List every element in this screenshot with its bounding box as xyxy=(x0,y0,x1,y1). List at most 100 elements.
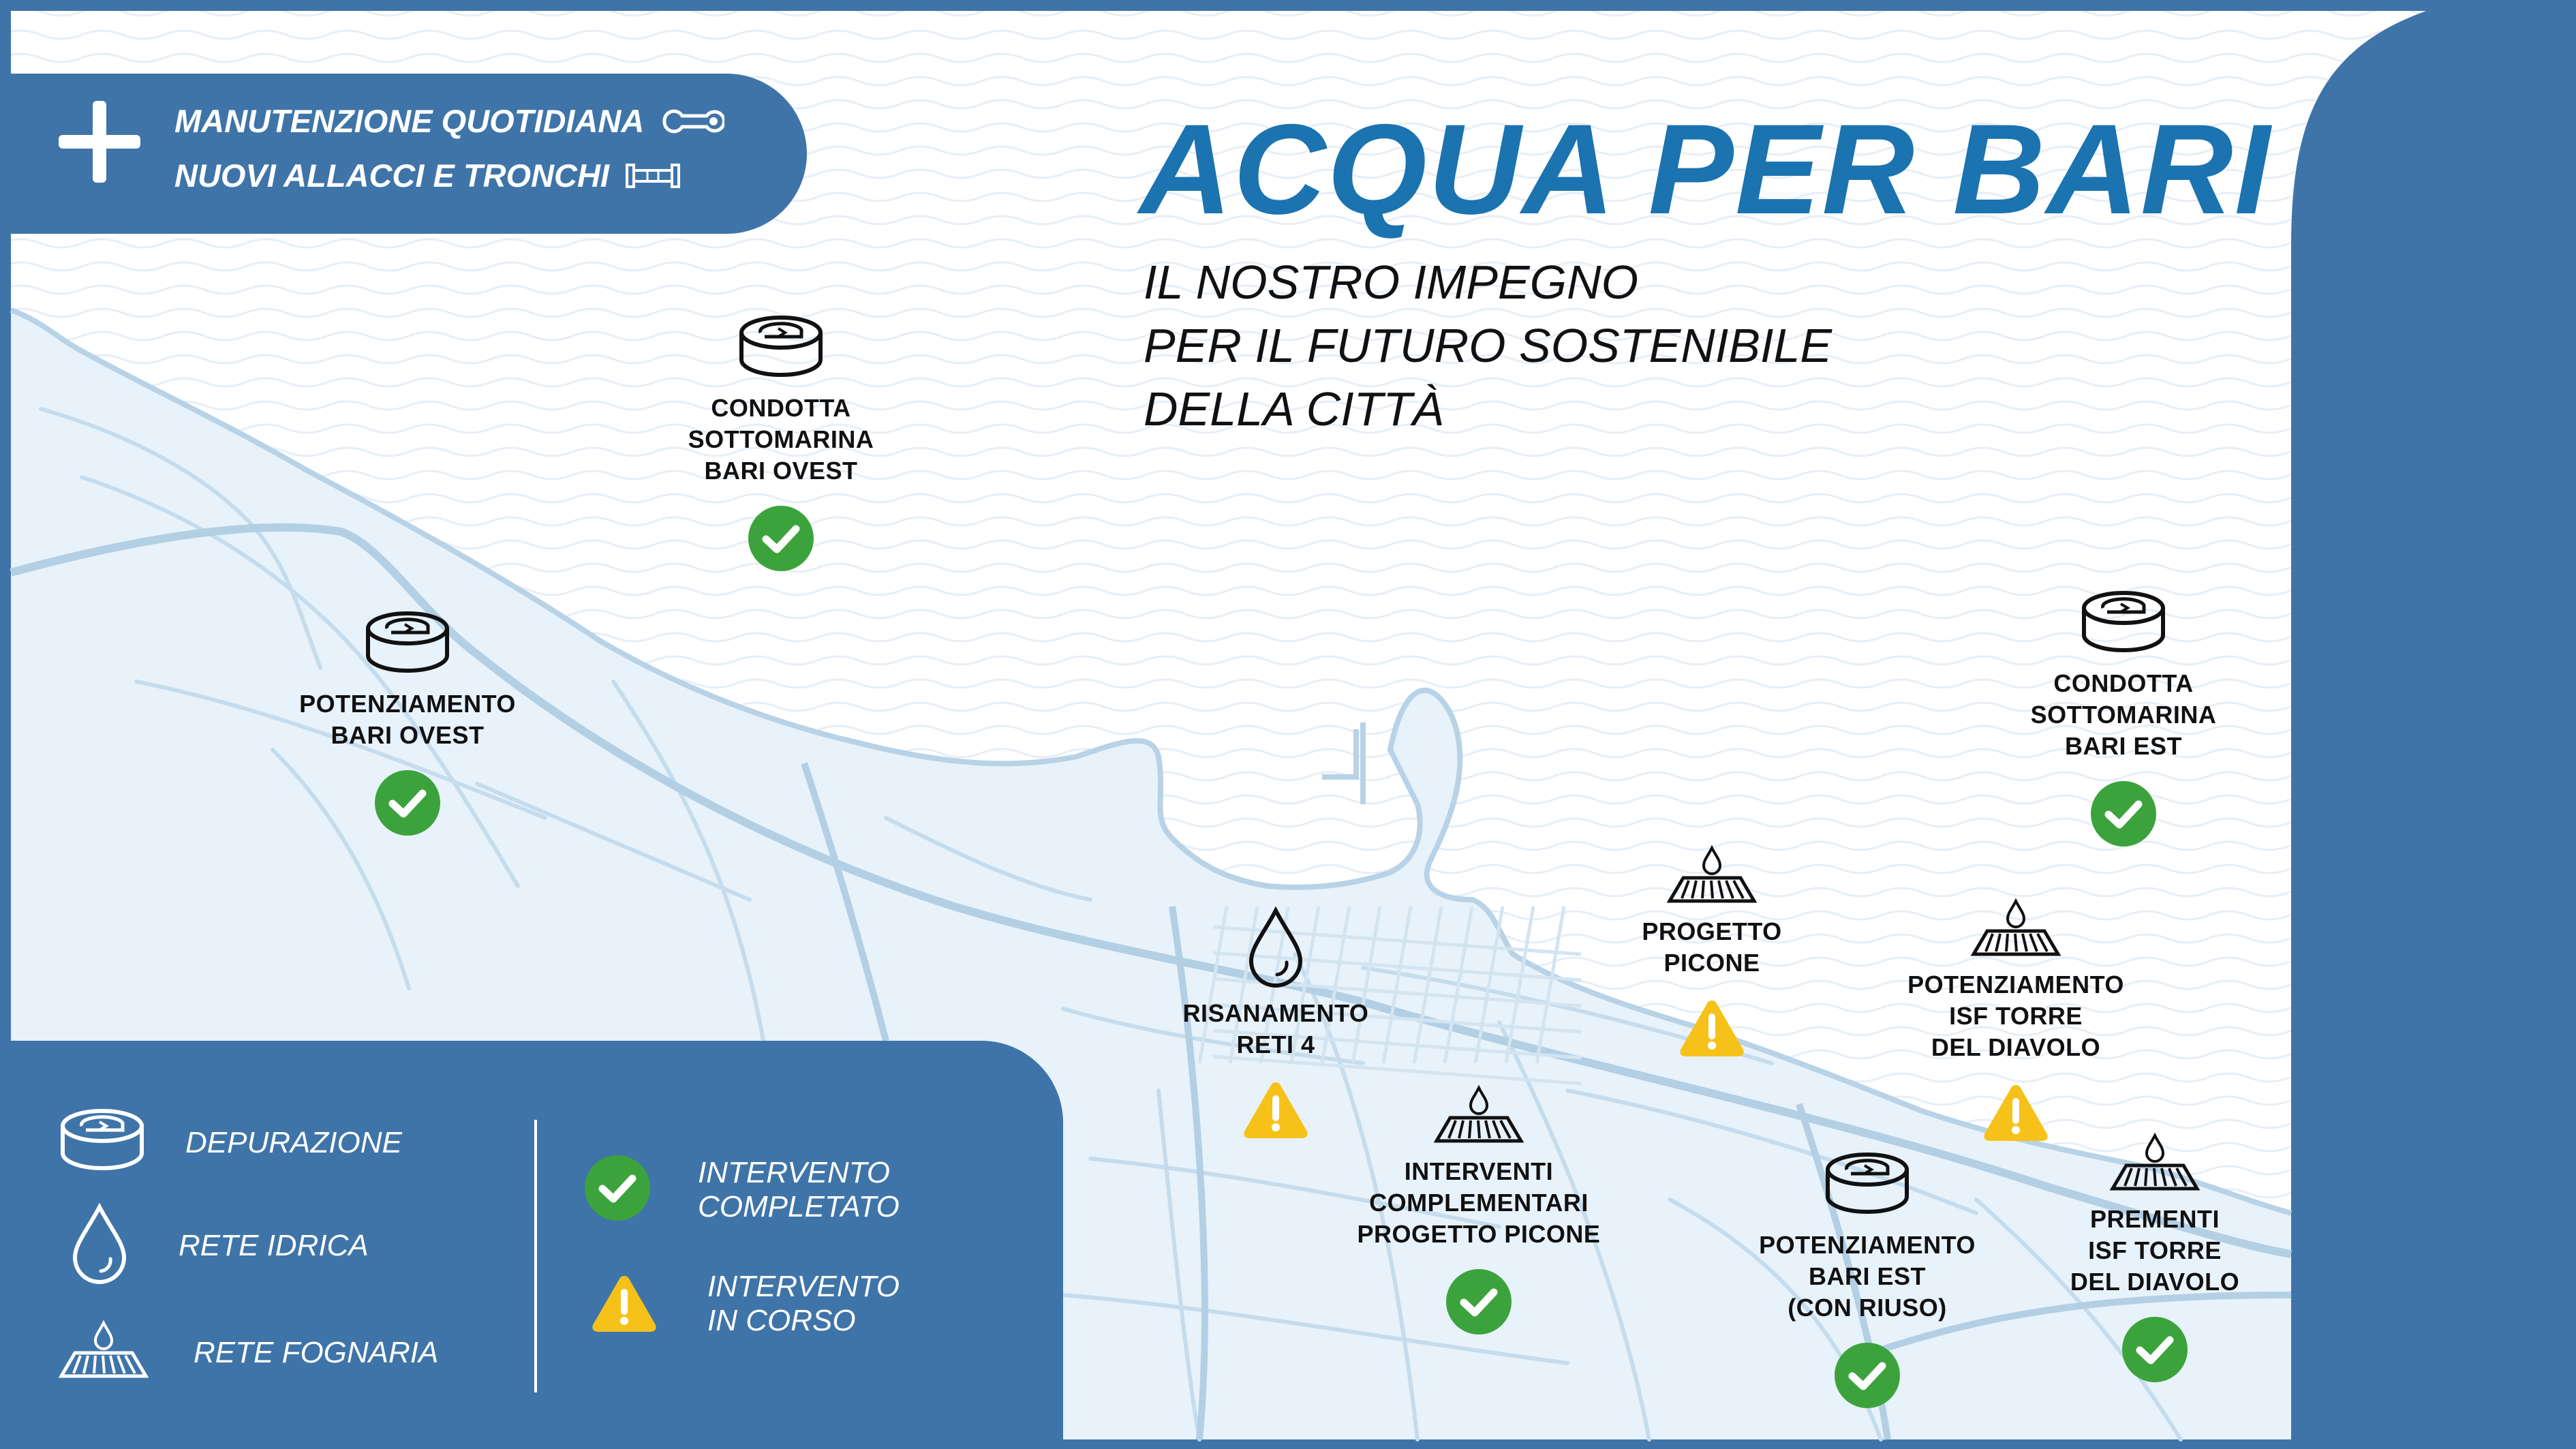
poi-interventi-picone[interactable]: INTERVENTI COMPLEMENTARI PROGETTO PICONE xyxy=(1336,1085,1622,1336)
legend-rete-idrica: RETE IDRICA xyxy=(71,1202,369,1288)
poi-potenziamento-est[interactable]: POTENZIAMENTO BARI EST (CON RIUSO) xyxy=(1724,1149,2010,1409)
depuration-tank-icon xyxy=(2080,588,2167,658)
road xyxy=(475,782,752,902)
legend-divider xyxy=(534,1120,537,1392)
city-street xyxy=(1197,906,1229,1064)
warning-triangle-icon xyxy=(1242,1078,1310,1140)
road-network xyxy=(39,407,2183,1442)
road xyxy=(39,407,322,670)
road xyxy=(1293,952,1420,1442)
depuration-tank-icon xyxy=(737,312,825,383)
road xyxy=(611,680,765,1043)
poi-label: POTENZIAMENTO BARI EST (CON RIUSO) xyxy=(1759,1231,1976,1322)
check-circle-icon xyxy=(1833,1341,1901,1409)
poi-label: PROGETTO PICONE xyxy=(1642,917,1782,977)
maintenance-line: MANUTENZIONE QUOTIDIANA xyxy=(174,102,725,140)
road xyxy=(1974,1198,2183,1442)
sewer-grate-icon xyxy=(56,1320,151,1385)
check-circle-icon xyxy=(1445,1268,1513,1336)
warning-triangle-icon xyxy=(1982,1081,2050,1142)
legend-completato: INTERVENTO COMPLETATO xyxy=(583,1154,900,1225)
check-circle-icon xyxy=(2089,780,2158,848)
page-title: ACQUA PER BARI xyxy=(1139,97,2271,241)
sewer-grate-icon xyxy=(2107,1133,2203,1194)
road xyxy=(1156,1088,1201,1442)
poi-label: INTERVENTI COMPLEMENTARI PROGETTO PICONE xyxy=(1357,1157,1601,1248)
sewer-grate-icon xyxy=(1968,898,2064,960)
city-street xyxy=(1320,906,1351,1064)
city-street xyxy=(1212,1003,1582,1034)
legend-rete-idrica-label: RETE IDRICA xyxy=(179,1228,369,1262)
city-street xyxy=(1212,977,1582,1008)
connections-line: NUOVI ALLACCI E TRONCHI xyxy=(174,157,681,194)
maintenance-box: MANUTENZIONE QUOTIDIANA NUOVI ALLACCI E … xyxy=(11,74,807,234)
poi-potenziamento-isf[interactable]: POTENZIAMENTO ISF TORRE DEL DIAVOLO xyxy=(1873,898,2159,1142)
depuration-tank-icon xyxy=(1824,1149,1911,1220)
poi-label: CONDOTTA SOTTOMARINA BARI EST xyxy=(2030,669,2217,760)
city-street xyxy=(1228,906,1259,1064)
connections-label: NUOVI ALLACCI E TRONCHI xyxy=(174,157,609,194)
poi-label: POTENZIAMENTO BARI OVEST xyxy=(299,690,516,749)
poi-label: CONDOTTA SOTTOMARINA BARI OVEST xyxy=(688,394,874,485)
city-street xyxy=(1473,906,1505,1064)
depuration-tank-icon xyxy=(59,1105,146,1180)
main-road xyxy=(801,762,2292,1440)
poi-condotta-ovest[interactable]: CONDOTTA SOTTOMARINA BARI OVEST xyxy=(638,312,924,573)
poi-potenziamento-ovest[interactable]: POTENZIAMENTO BARI OVEST xyxy=(264,608,551,837)
legend-depurazione: DEPURAZIONE xyxy=(59,1105,402,1180)
warning-triangle-icon xyxy=(1678,996,1746,1058)
legend-in-corso-label: INTERVENTO IN CORSO xyxy=(707,1270,900,1337)
city-street xyxy=(1212,1054,1582,1086)
city-street xyxy=(1381,906,1413,1064)
poi-label: POTENZIAMENTO ISF TORRE DEL DIAVOLO xyxy=(1907,971,2124,1061)
poi-condotta-est[interactable]: CONDOTTA SOTTOMARINA BARI EST xyxy=(1980,588,2267,848)
road xyxy=(1088,1157,1501,1229)
harbour-pier xyxy=(1322,722,1366,804)
city-street xyxy=(1212,925,1582,956)
railway xyxy=(10,523,2292,1258)
road xyxy=(1061,1007,1365,1065)
poi-prementi-isf[interactable]: PREMENTI ISF TORRE DEL DIAVOLO xyxy=(2012,1133,2298,1384)
water-drop-icon xyxy=(71,1202,128,1288)
wrench-icon xyxy=(662,109,725,133)
legend-depurazione-label: DEPURAZIONE xyxy=(185,1125,402,1159)
warning-triangle-icon xyxy=(590,1272,658,1337)
city-street xyxy=(1504,906,1535,1064)
legend-in-corso: INTERVENTO IN CORSO xyxy=(590,1270,900,1338)
road xyxy=(1061,1293,1569,1365)
city-street xyxy=(1535,906,1566,1064)
city-street xyxy=(1443,906,1474,1064)
road xyxy=(80,475,520,888)
city-street xyxy=(1212,951,1582,982)
road xyxy=(134,680,547,820)
poi-risanamento-reti[interactable]: RISANAMENTO RETI 4 xyxy=(1133,906,1419,1140)
legend-panel: DEPURAZIONE RETE IDRICA RETE FOGNARIA IN… xyxy=(11,1041,1063,1449)
legend-completato-label: INTERVENTO COMPLETATO xyxy=(698,1155,900,1223)
road xyxy=(1565,1088,1978,1215)
sewer-grate-icon xyxy=(1431,1085,1527,1146)
city-grid xyxy=(1197,906,1582,1086)
legend-rete-fognaria: RETE FOGNARIA xyxy=(56,1320,438,1385)
water-drop-icon xyxy=(1247,906,1304,988)
road xyxy=(271,748,411,990)
city-street xyxy=(1212,1028,1582,1060)
maintenance-label: MANUTENZIONE QUOTIDIANA xyxy=(174,103,645,139)
road xyxy=(884,816,1092,902)
sewer-grate-icon xyxy=(1664,845,1760,906)
check-circle-icon xyxy=(747,504,815,573)
page-subtitle: IL NOSTRO IMPEGNO PER IL FUTURO SOSTENIB… xyxy=(1144,256,1833,436)
legend-rete-fognaria-label: RETE FOGNARIA xyxy=(194,1335,439,1369)
city-street xyxy=(1412,906,1443,1064)
poi-label: PREMENTI ISF TORRE DEL DIAVOLO xyxy=(2070,1205,2240,1296)
check-circle-icon xyxy=(2121,1315,2189,1384)
plus-icon xyxy=(59,101,140,183)
pipe-icon xyxy=(625,163,680,188)
poi-progetto-picone[interactable]: PROGETTO PICONE xyxy=(1569,845,1855,1058)
coastline xyxy=(10,307,2293,1216)
poi-label: RISANAMENTO RETI 4 xyxy=(1182,999,1369,1058)
city-street xyxy=(1351,906,1382,1064)
depuration-tank-icon xyxy=(364,608,451,679)
check-circle-icon xyxy=(373,769,442,837)
check-circle-icon xyxy=(583,1154,651,1225)
